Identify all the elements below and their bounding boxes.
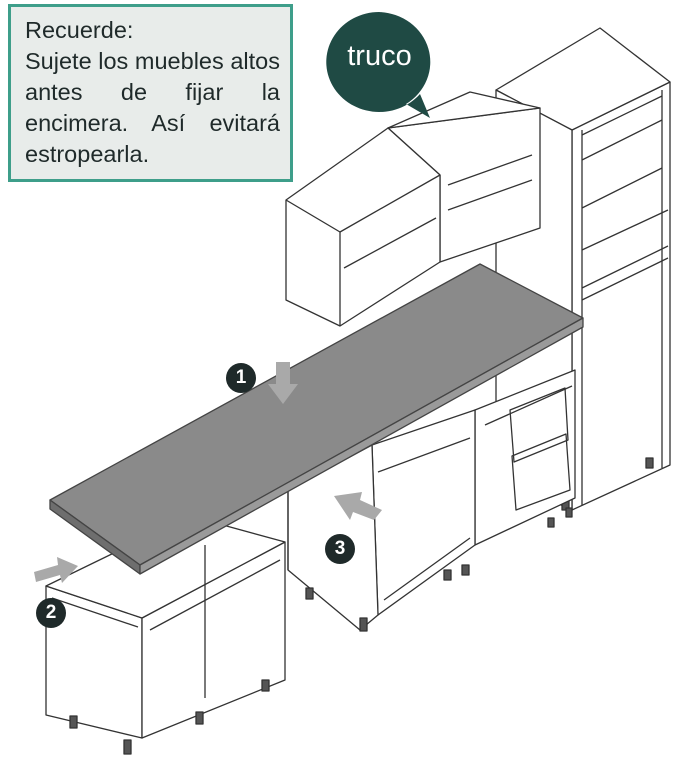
base-cabinet-oven [371,409,476,616]
wall-cabinet-left [285,127,441,327]
reminder-body: Sujete los muebles altos antes de fijar … [25,48,280,167]
reminder-note: Recuerde: Sujete los muebles altos antes… [8,4,293,182]
speech-bubble-icon [326,12,431,118]
base-cabinet-left [45,515,286,755]
countertop [49,263,584,575]
step-marker-2: 2 [36,598,66,628]
step-marker-3: 3 [325,534,355,564]
arrow-1-down [268,362,298,404]
arrow-3-left [334,492,382,520]
step-marker-1: 1 [226,363,256,393]
arrow-2-right [34,557,78,583]
base-cabinet-drawers [474,369,576,546]
tip-badge-label: truco [347,40,412,72]
reminder-heading: Recuerde: [25,17,134,43]
